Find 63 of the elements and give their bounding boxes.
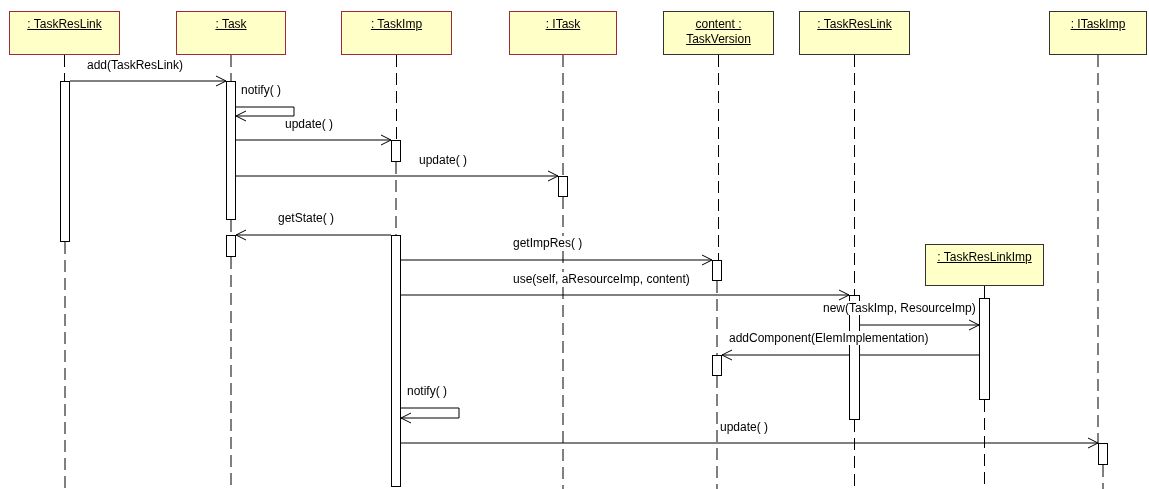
lifeline: [1097, 54, 1099, 444]
object-name: : Task: [215, 17, 247, 32]
object-box: [1049, 11, 1147, 55]
message-arrow: [400, 254, 713, 266]
message-label: update( ): [284, 117, 335, 131]
object-box: [9, 11, 120, 55]
activation-bar: [226, 235, 236, 257]
lifeline: [562, 54, 564, 177]
message-label: update( ): [418, 153, 469, 167]
lifeline: [854, 54, 855, 296]
activation-bar: [712, 355, 722, 376]
object-box: [341, 11, 452, 55]
message-label: notify( ): [406, 384, 448, 398]
object-box: [176, 11, 286, 55]
message-label: add(TaskResLink): [86, 58, 185, 72]
lifeline: [230, 54, 232, 82]
activation-bar: [712, 260, 722, 281]
lifeline: [64, 54, 65, 82]
activation-bar: [60, 81, 70, 242]
object-box: [509, 11, 617, 55]
object-name: : ITaskImp: [1070, 17, 1126, 32]
object-name: : TaskResLink: [817, 17, 892, 32]
message-arrow: [400, 289, 850, 301]
message-arrow: [235, 134, 392, 146]
message-label: new(TaskImp, ResourceImp): [822, 301, 977, 315]
lifeline: [1102, 464, 1104, 489]
object-box: [799, 11, 910, 55]
message-label: getState( ): [277, 211, 336, 225]
lifeline: [716, 280, 718, 356]
object-box: [925, 244, 1044, 286]
message-label: update( ): [719, 420, 770, 434]
message-arrow: [721, 349, 980, 361]
object-name: : TaskResLinkImp: [937, 250, 1032, 265]
object-name: : ITask: [545, 17, 581, 32]
message-arrow: [400, 437, 1099, 449]
message-arrow: [235, 106, 295, 122]
object-name: content : TaskVersion: [685, 17, 752, 47]
message-label: addComponent(ElemImplementation): [728, 331, 930, 345]
message-arrow: [69, 75, 227, 87]
object-name: : TaskImp: [370, 17, 423, 32]
lifeline: [64, 241, 66, 489]
message-arrow: [859, 319, 980, 331]
lifeline: [396, 54, 397, 141]
lifeline: [718, 54, 719, 261]
lifeline: [984, 285, 985, 299]
lifeline: [395, 161, 397, 236]
activation-bar: [979, 298, 990, 400]
message-arrow: [400, 407, 460, 424]
message-label: use(self, aResourceImp, content): [512, 272, 691, 286]
lifeline: [562, 196, 564, 489]
message-label: notify( ): [240, 83, 282, 97]
message-arrow: [235, 170, 559, 182]
message-arrow: [235, 229, 392, 241]
activation-bar: [226, 81, 236, 220]
activation-bar: [558, 176, 568, 197]
message-label: getImpRes( ): [512, 236, 584, 250]
object-box: [663, 11, 774, 55]
activation-bar: [1098, 443, 1108, 465]
activation-bar: [391, 140, 401, 162]
lifeline: [716, 375, 718, 489]
activation-bar: [391, 235, 401, 487]
lifeline: [854, 419, 855, 489]
object-name: : TaskResLink: [27, 17, 102, 32]
